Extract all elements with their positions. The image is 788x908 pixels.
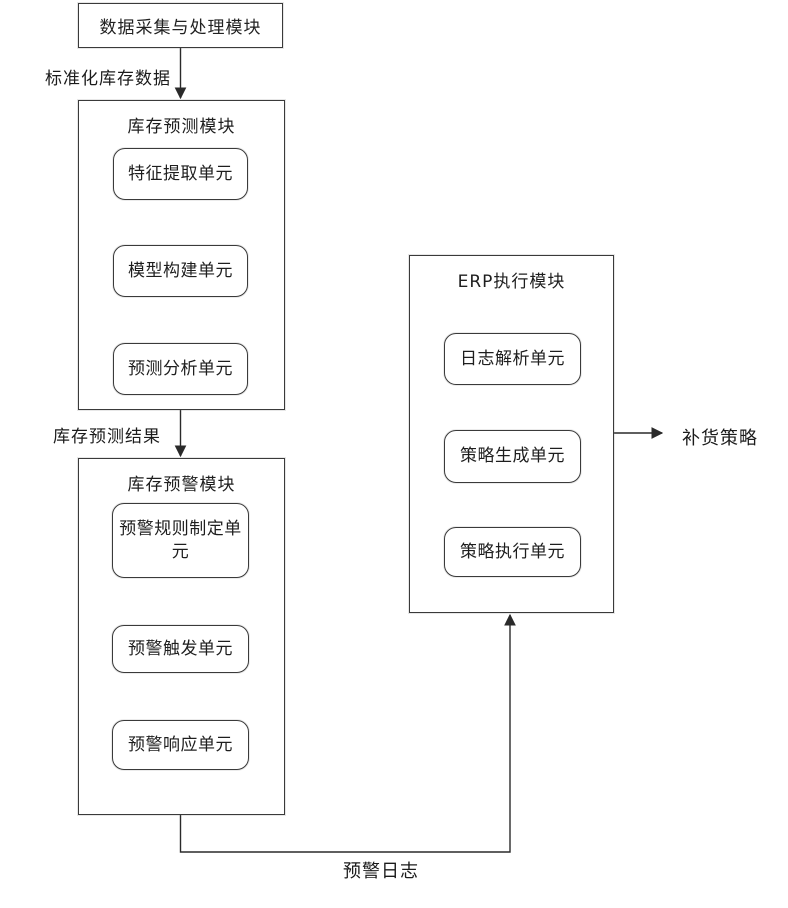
unit-strategy-execution: 策略执行单元 [444,527,581,577]
unit-strategy-generation: 策略生成单元 [444,430,581,483]
node-data-collection: 数据采集与处理模块 [78,3,283,48]
edge-label-replenishment-strategy: 补货策略 [682,428,758,449]
unit-feature-extraction: 特征提取单元 [113,148,248,200]
node-data-collection-label: 数据采集与处理模块 [99,18,262,38]
unit-model-construction: 模型构建单元 [113,245,248,297]
unit-prediction-analysis: 预测分析单元 [113,343,248,395]
unit-log-parsing: 日志解析单元 [444,333,581,385]
edge-label-warning-log: 预警日志 [343,861,419,882]
module-inventory-warning-title: 库存预警模块 [127,475,236,495]
edge-label-standardized-inventory-data: 标准化库存数据 [45,69,171,89]
unit-warning-rule-formulation: 预警规则制定单元 [112,503,249,578]
module-erp-execution-title: ERP执行模块 [457,272,566,292]
edge-label-inventory-prediction-result: 库存预测结果 [53,427,161,447]
unit-warning-trigger: 预警触发单元 [112,625,249,673]
module-inventory-prediction-title: 库存预测模块 [127,117,236,137]
unit-warning-response: 预警响应单元 [112,720,249,770]
